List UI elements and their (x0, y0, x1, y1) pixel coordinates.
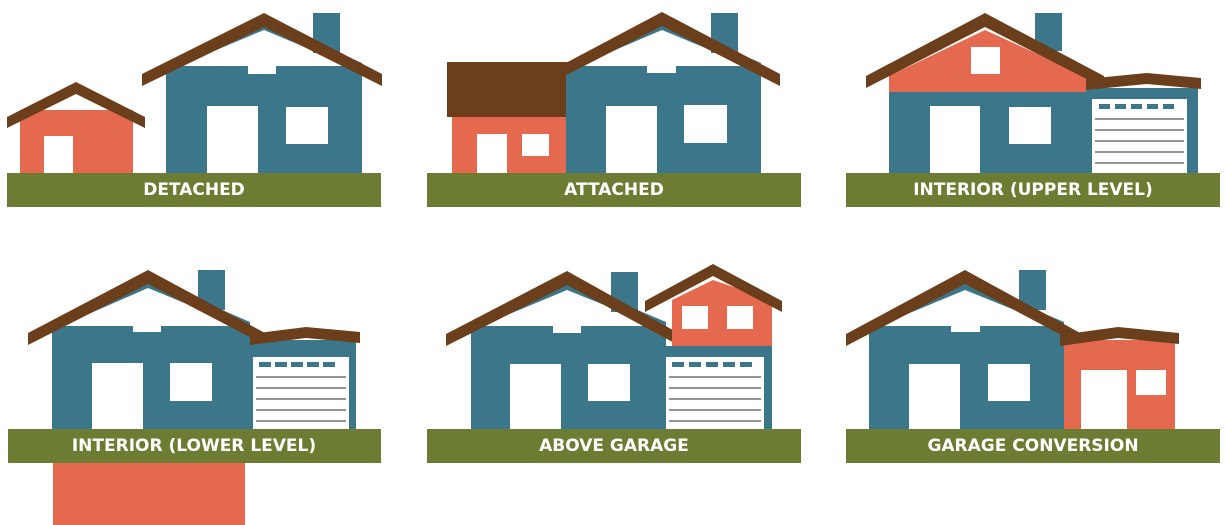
upper-window (248, 48, 276, 74)
door (477, 134, 507, 174)
main-house (846, 270, 1082, 430)
door (930, 106, 980, 174)
panel-label: INTERIOR (LOWER LEVEL) (72, 436, 316, 456)
window (522, 134, 549, 156)
garage-door (666, 357, 764, 430)
window (727, 306, 753, 329)
garage-roof (1086, 73, 1201, 90)
door (92, 363, 143, 430)
upper-window (951, 305, 980, 332)
door (207, 106, 258, 174)
window (588, 364, 630, 401)
window (682, 306, 708, 329)
window (988, 364, 1030, 401)
panel-interior-upper: INTERIOR (UPPER LEVEL) (846, 13, 1220, 207)
garage-door (253, 357, 349, 430)
garage (1086, 73, 1201, 174)
panel-attached: ATTACHED (427, 12, 801, 207)
window (170, 363, 212, 401)
window (286, 107, 328, 144)
lower-level-unit (53, 462, 245, 525)
panel-label: GARAGE CONVERSION (927, 436, 1138, 456)
converted-garage-unit (1060, 327, 1179, 430)
detached-unit (7, 82, 145, 174)
main-house (142, 13, 382, 174)
window (1136, 370, 1166, 395)
door (1081, 370, 1127, 430)
panel-interior-lower: INTERIOR (LOWER LEVEL) (8, 270, 381, 525)
door (510, 364, 561, 430)
upper-window (133, 305, 161, 332)
main-house (28, 270, 265, 430)
panel-label: INTERIOR (UPPER LEVEL) (913, 180, 1153, 200)
door (909, 364, 960, 430)
panel-label: DETACHED (143, 180, 245, 200)
main-house (545, 12, 780, 174)
upper-window (553, 306, 581, 333)
window (1009, 107, 1051, 144)
main-house (866, 13, 1104, 174)
panel-label: ABOVE GARAGE (539, 436, 689, 456)
garage (250, 327, 360, 430)
main-house (446, 271, 680, 430)
door (606, 106, 657, 174)
window (684, 105, 727, 143)
panel-above-garage: ABOVE GARAGE (427, 264, 801, 463)
upper-window (971, 47, 1000, 74)
panel-garage-conversion: GARAGE CONVERSION (846, 270, 1220, 463)
door (44, 136, 73, 174)
panel-detached: DETACHED (7, 13, 382, 207)
flat-roof (447, 62, 567, 117)
panel-label: ATTACHED (564, 180, 664, 200)
upper-window (647, 47, 676, 73)
